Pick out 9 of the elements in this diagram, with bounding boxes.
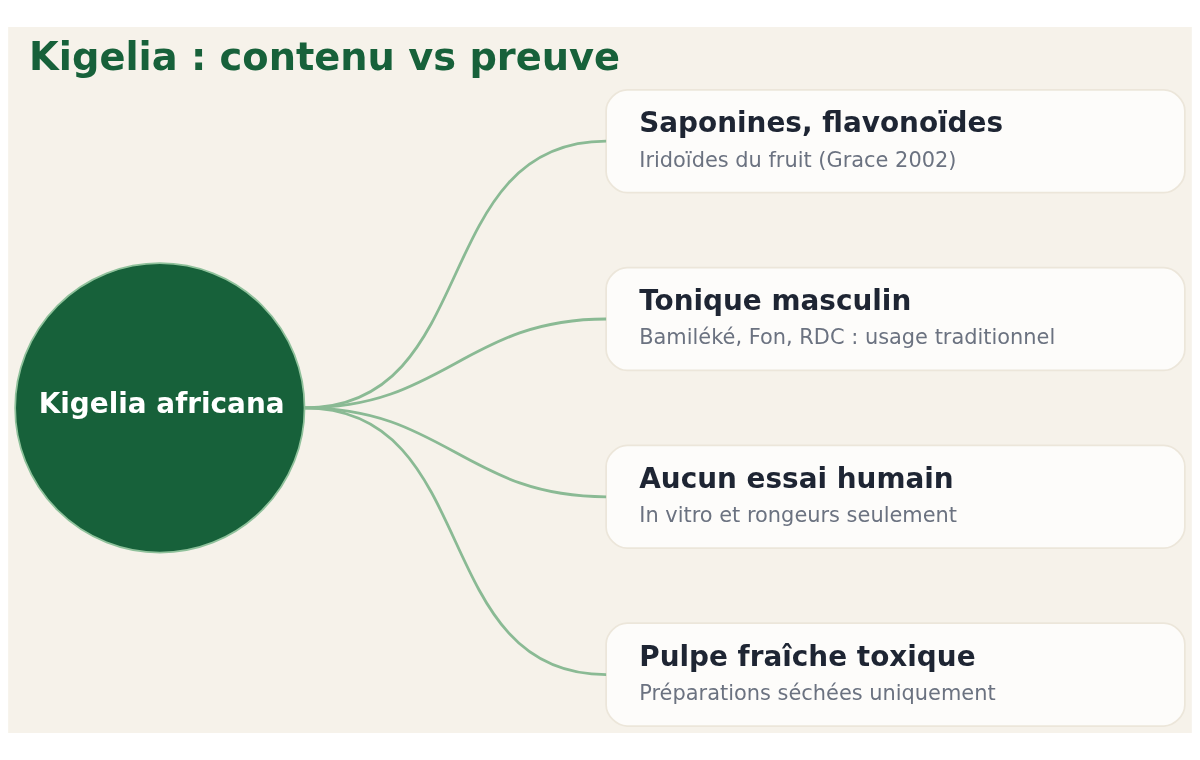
connector	[304, 317, 607, 410]
node-box: Aucun essai humain In vitro et rongeurs seulement	[605, 444, 1186, 550]
connector	[304, 406, 607, 676]
node-box: Saponines, flavonoïdes Iridoïdes du fruit (Grace 2002)	[605, 88, 1186, 194]
diagram-title: Kigelia : contenu vs preuve	[29, 33, 621, 79]
node-box: Tonique masculin Bamiléké, Fon, RDC : usage traditionnel	[605, 266, 1186, 372]
node-box: Pulpe fraîche toxique Préparations séchées uniquement	[605, 622, 1186, 727]
node-circle: Kigelia africana	[14, 262, 306, 554]
connector	[304, 139, 607, 410]
